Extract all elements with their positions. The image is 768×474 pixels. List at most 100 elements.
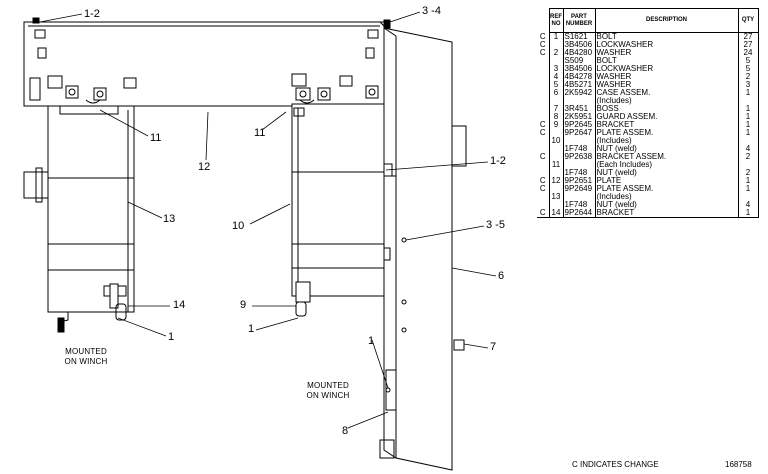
- description-cell: WASHER: [594, 73, 739, 81]
- note-line: MOUNTED: [65, 347, 107, 356]
- ref-no-cell: 9: [548, 121, 564, 129]
- callout-1-lower: 1: [368, 335, 375, 347]
- qty-cell: 1: [737, 185, 759, 193]
- callout-3-4: 3 -4: [422, 5, 441, 17]
- mounted-on-winch-right: MOUNTED ON WINCH: [306, 381, 350, 401]
- part-number-cell: 3R451: [562, 105, 596, 113]
- description-cell: BOLT: [594, 57, 739, 65]
- part-number-cell: 2K5942: [562, 89, 596, 97]
- ref-no-cell: [548, 185, 564, 193]
- part-number-cell: 3B4506: [562, 41, 596, 49]
- table-row: 13(Includes): [537, 193, 759, 201]
- qty-cell: 27: [737, 32, 759, 41]
- change-mark-cell: [537, 161, 550, 169]
- ref-no-cell: [548, 153, 564, 161]
- callout-3-5: 3 -5: [486, 219, 505, 231]
- ref-no-cell: [548, 129, 564, 137]
- ref-no-cell: 5: [548, 81, 564, 89]
- description-cell: GUARD ASSEM.: [594, 113, 739, 121]
- qty-cell: [737, 193, 759, 201]
- description-cell: NUT (weld): [594, 145, 739, 153]
- change-mark-cell: [537, 113, 550, 121]
- ref-no-cell: 4: [548, 73, 564, 81]
- ref-no-cell: 3: [548, 65, 564, 73]
- callout-14: 14: [173, 299, 186, 311]
- qty-cell: [737, 137, 759, 145]
- callout-9: 9: [240, 299, 247, 311]
- qty-cell: 5: [737, 65, 759, 73]
- part-number-cell: 9P2638: [562, 153, 596, 161]
- change-mark-cell: C: [537, 32, 550, 41]
- qty-cell: 1: [737, 89, 759, 97]
- ref-no-cell: 12: [548, 177, 564, 185]
- note-line: ON WINCH: [306, 391, 350, 400]
- part-number-cell: [562, 137, 596, 145]
- table-header-row: REF NO PART NUMBER DESCRIPTION QTY: [537, 8, 759, 33]
- part-number-cell: 9P2649: [562, 185, 596, 193]
- table-row: (Includes): [537, 97, 759, 105]
- change-mark-cell: C: [537, 49, 550, 57]
- right-plate-assembly: [291, 103, 396, 317]
- callout-13: 13: [163, 213, 176, 225]
- callout-12: 12: [198, 161, 211, 173]
- part-number-cell: 4B4278: [562, 73, 596, 81]
- top-bolts: [32, 17, 391, 29]
- case-assembly: [375, 27, 467, 471]
- ref-no-cell: 1: [548, 32, 564, 41]
- change-mark-cell: [537, 145, 550, 153]
- qty-cell: 1: [737, 121, 759, 129]
- description-cell: BOLT: [594, 32, 739, 41]
- qty-cell: 4: [737, 145, 759, 153]
- description-cell: LOCKWASHER: [594, 65, 739, 73]
- table-row: 11(Each Includes): [537, 161, 759, 169]
- change-mark-cell: [537, 201, 550, 209]
- callout-1-2-right: 1-2: [490, 155, 506, 167]
- qty-cell: 5: [737, 57, 759, 65]
- description-cell: PLATE ASSEM.: [594, 129, 739, 137]
- part-number-cell: [562, 161, 596, 169]
- part-number-cell: S1621: [562, 32, 596, 41]
- change-mark-cell: C: [537, 41, 550, 49]
- qty-header: QTY: [737, 8, 759, 33]
- change-mark-cell: [537, 193, 550, 201]
- change-indicator-note: C INDICATES CHANGE: [572, 460, 659, 469]
- ref-no-cell: 11: [548, 161, 564, 169]
- callout-10: 10: [232, 220, 245, 232]
- part-number-cell: 2K5951: [562, 113, 596, 121]
- qty-cell: 2: [737, 73, 759, 81]
- part-number-cell: 4B5271: [562, 81, 596, 89]
- change-mark-cell: C: [537, 185, 550, 193]
- part-number-header: PART NUMBER: [562, 8, 596, 33]
- change-mark-cell: C: [537, 209, 550, 218]
- description-cell: PLATE: [594, 177, 739, 185]
- ref-no-cell: [548, 57, 564, 65]
- qty-cell: 2: [737, 169, 759, 177]
- mounted-on-winch-left: MOUNTED ON WINCH: [64, 347, 108, 367]
- part-number-cell: 9P2644: [562, 209, 596, 218]
- description-cell: (Includes): [594, 137, 739, 145]
- change-mark-cell: [537, 81, 550, 89]
- change-mark-cell: [537, 89, 550, 97]
- ref-no-cell: 2: [548, 49, 564, 57]
- description-cell: (Includes): [594, 97, 739, 105]
- top-plate: [23, 21, 385, 107]
- ref-no-cell: [548, 169, 564, 177]
- qty-cell: 3: [737, 81, 759, 89]
- part-number-cell: 3B4506: [562, 65, 596, 73]
- description-cell: WASHER: [594, 49, 739, 57]
- callout-6: 6: [498, 270, 505, 282]
